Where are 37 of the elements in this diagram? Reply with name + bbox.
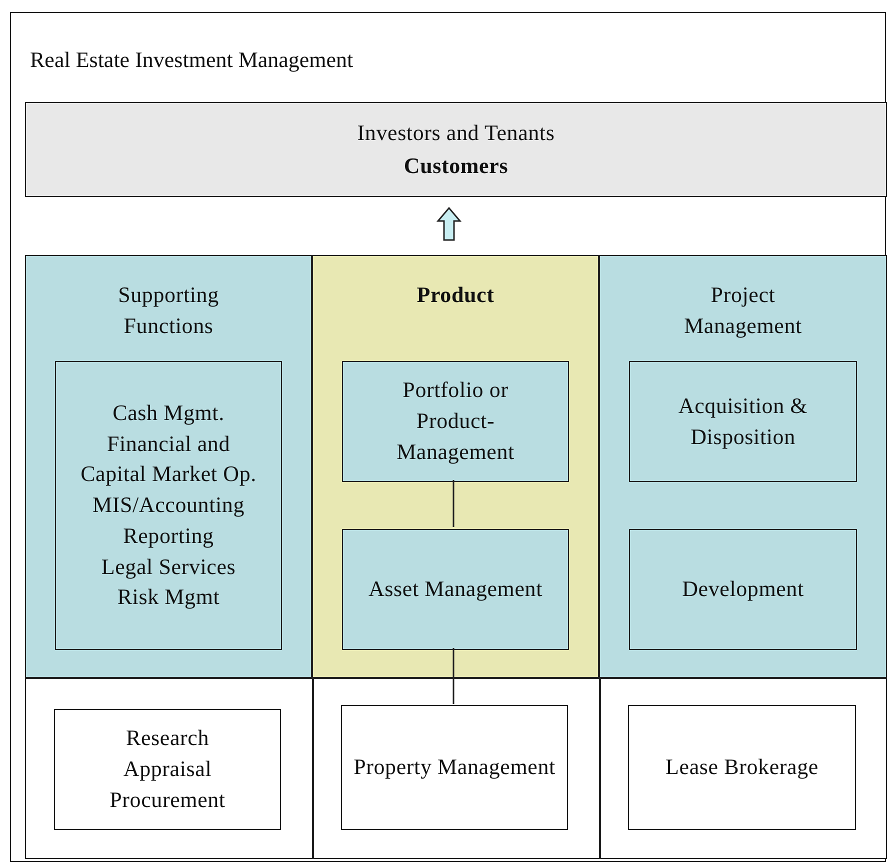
box-label: Cash Mgmt.	[112, 398, 224, 427]
box-label: Reporting	[123, 522, 214, 550]
column-heading: Product	[416, 281, 494, 309]
connector-line	[452, 480, 454, 527]
function-box	[55, 361, 282, 650]
frame-heading: Real Estate Investment Management	[30, 47, 354, 73]
box-label: Research	[126, 724, 210, 752]
function-box	[629, 361, 857, 482]
function-box	[54, 709, 281, 830]
column-heading: Supporting Functions	[117, 281, 220, 340]
column-panel	[599, 255, 887, 678]
function-box	[342, 361, 569, 482]
box-label: Property Management	[354, 753, 556, 782]
block-arrow	[436, 206, 462, 241]
box-label: Asset Management	[368, 575, 543, 604]
function-box	[341, 705, 568, 830]
box-label: Financial and Capital Market Op.	[80, 430, 258, 488]
column-heading: Project Management	[683, 281, 803, 340]
customer-box	[25, 102, 887, 197]
diagram-frame	[10, 12, 886, 862]
box-label: Acquisition & Disposition	[677, 392, 809, 451]
box-label: Investors and Tenants	[357, 118, 555, 147]
box-label: Lease Brokerage	[666, 753, 818, 782]
column-panel	[25, 255, 312, 678]
box-label: Customers	[404, 152, 508, 180]
box-label: MIS/Accounting	[92, 491, 245, 520]
box-label: Appraisal	[123, 755, 212, 784]
function-box	[628, 705, 856, 830]
box-label: Risk Mgmt	[117, 583, 220, 612]
connector-line	[452, 648, 454, 704]
box-label: Portfolio or Product-Management	[396, 376, 516, 466]
function-box	[342, 529, 569, 650]
box-label: Development	[682, 575, 804, 604]
box-label: Legal Services	[101, 552, 236, 581]
box-label: Procurement	[110, 786, 226, 814]
column-panel	[312, 255, 599, 678]
function-box	[629, 529, 857, 650]
